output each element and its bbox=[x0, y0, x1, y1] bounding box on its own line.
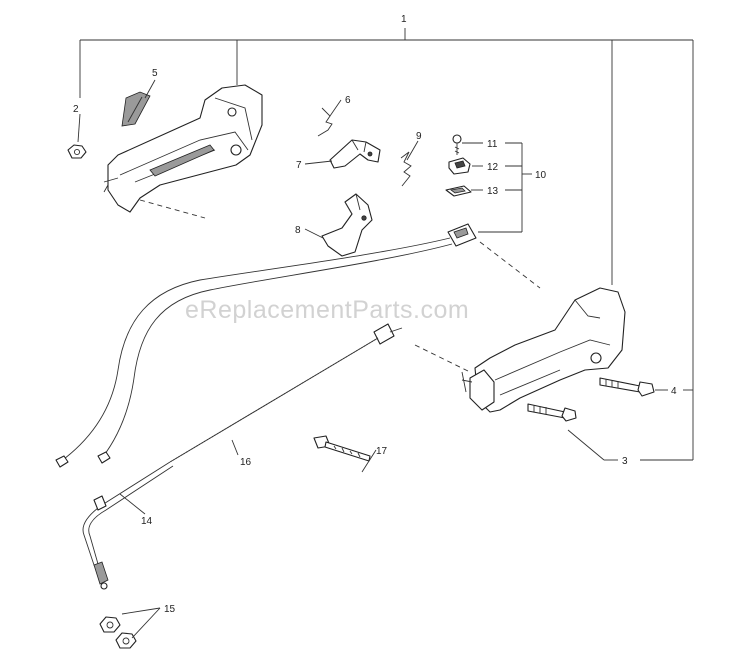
callout-17: 17 bbox=[376, 446, 388, 457]
callout-4: 4 bbox=[671, 386, 677, 397]
callout-6: 6 bbox=[345, 95, 351, 106]
spring-6 bbox=[317, 107, 333, 137]
trigger-lever bbox=[329, 139, 381, 169]
watermark-text: eReplacementParts.com bbox=[185, 296, 469, 324]
callout-5: 5 bbox=[152, 68, 158, 79]
nuts-15 bbox=[99, 616, 137, 649]
assembly-bracket-lines bbox=[79, 28, 694, 461]
callout-11: 11 bbox=[487, 139, 498, 150]
callout-12: 12 bbox=[487, 162, 499, 173]
spring-9 bbox=[400, 151, 412, 187]
throttle-lever bbox=[321, 193, 373, 257]
left-handle-half bbox=[103, 84, 263, 219]
callout-16: 16 bbox=[240, 457, 252, 468]
switch-12 bbox=[448, 157, 471, 175]
callout-15: 15 bbox=[164, 604, 176, 615]
callout-labels: 1 2 5 6 7 9 8 11 12 13 10 4 3 16 17 14 1… bbox=[73, 14, 677, 615]
callout-10: 10 bbox=[535, 170, 547, 181]
right-handle-half bbox=[414, 287, 626, 413]
nut-2 bbox=[67, 144, 87, 159]
bolt-4 bbox=[599, 377, 655, 397]
callout-9: 9 bbox=[416, 131, 422, 142]
throttle-cable bbox=[82, 323, 403, 590]
callout-3: 3 bbox=[622, 456, 628, 467]
callout-7: 7 bbox=[296, 160, 302, 171]
callout-2: 2 bbox=[73, 104, 79, 115]
plate-13 bbox=[445, 185, 472, 197]
callout-1: 1 bbox=[401, 14, 407, 25]
bolt-3 bbox=[527, 403, 577, 422]
switch-lead-wire bbox=[55, 223, 541, 468]
grip-insert bbox=[121, 91, 151, 127]
callout-8: 8 bbox=[295, 225, 301, 236]
callout-13: 13 bbox=[487, 186, 499, 197]
screw-11 bbox=[452, 134, 462, 155]
callout-14: 14 bbox=[141, 516, 153, 527]
leader-lines bbox=[77, 79, 668, 639]
cable-tie bbox=[313, 435, 371, 462]
